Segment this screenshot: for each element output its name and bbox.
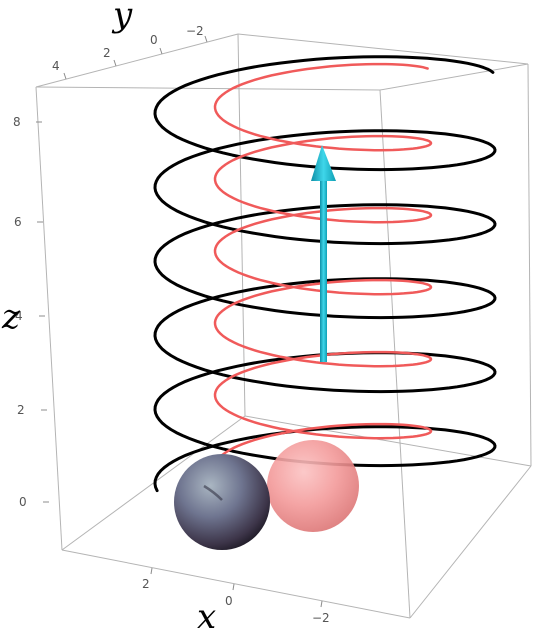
box-edge [35,33,239,88]
y-tick-label: −2 [186,24,204,38]
arrow-shaft [320,178,327,362]
z-axis-label: z [1,297,21,337]
x-axis-label: x [197,597,216,633]
spheres [174,440,359,550]
x-tick-label: 0 [225,594,233,608]
z-tick-label: 2 [17,403,25,417]
inner-helix-curve [213,62,433,477]
helix-layer [153,55,497,493]
box-edge [237,33,529,65]
z-tick-label: 0 [19,495,27,509]
box-edge [379,63,529,91]
box-edge-hidden [61,415,246,551]
x-tick-label: −2 [312,611,330,625]
y-axis-label: y [111,0,133,35]
vertical-arrow [311,145,336,362]
y-axis-ticks [63,35,208,80]
box-edge-hidden [237,33,246,417]
z-tick-label: 4 [15,309,23,323]
y-tick-label: 0 [150,33,158,47]
y-tick-label: 4 [52,59,60,73]
pink-sphere [267,440,359,532]
box-edge [61,549,411,619]
z-tick-label: 6 [14,215,22,229]
outer-helix-curve [153,55,497,493]
box-edge [527,63,532,467]
bounding-box [35,33,532,619]
x-tick-label: 2 [142,577,150,591]
z-axis-ticks [36,121,49,503]
arrow-head [311,145,336,181]
y-tick-label: 2 [103,46,111,60]
box-edge [35,86,381,91]
box-edge [35,86,63,551]
z-tick-label: 8 [13,115,21,129]
dark-sphere [174,454,270,550]
box-edge-hidden [244,415,532,467]
helix-start-inside-sphere [203,484,223,501]
x-axis-ticks [150,567,323,608]
box-edge [409,465,532,619]
